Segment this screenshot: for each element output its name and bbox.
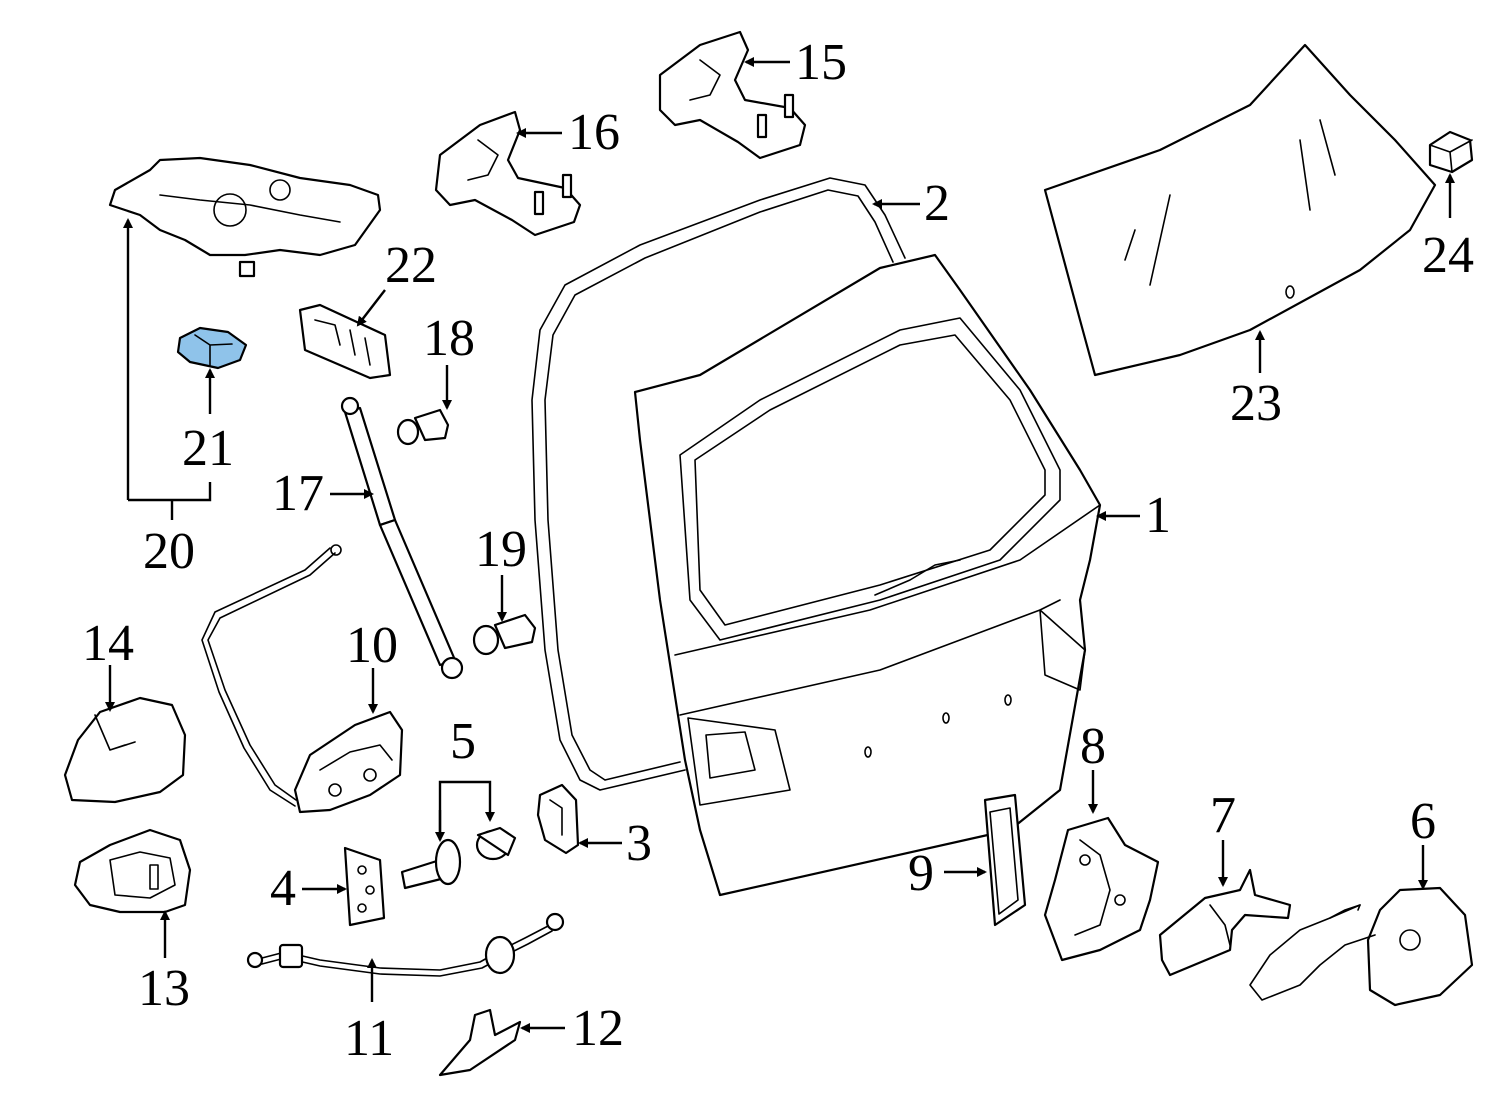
- part-7-bracket[interactable]: [1158, 868, 1292, 977]
- part-11-release-cable[interactable]: [246, 912, 565, 977]
- part-20-housing-assembly[interactable]: [108, 156, 382, 278]
- part-13-lock-assembly[interactable]: [73, 828, 192, 914]
- callout-3: 3: [626, 815, 652, 872]
- part-19-bolt[interactable]: [472, 613, 537, 656]
- part-24-pad[interactable]: [1428, 130, 1474, 174]
- callout-1: 1: [1145, 487, 1171, 544]
- part-1-liftgate-panel[interactable]: [633, 253, 1102, 897]
- callout-13: 13: [138, 960, 190, 1017]
- callout-19: 19: [475, 521, 527, 578]
- callout-12: 12: [572, 1000, 624, 1057]
- release-cable[interactable]: [201, 544, 342, 807]
- part-22-bracket[interactable]: [298, 303, 392, 380]
- part-21-sensor[interactable]: [176, 326, 248, 370]
- callout-16: 16: [568, 104, 620, 161]
- callout-21: 21: [182, 420, 234, 477]
- callout-11: 11: [344, 1010, 394, 1067]
- part-8-latch[interactable]: [1043, 816, 1160, 962]
- callout-20: 20: [143, 523, 195, 580]
- callout-7: 7: [1210, 787, 1236, 844]
- part-12-clip[interactable]: [438, 1008, 522, 1077]
- callout-17: 17: [272, 465, 324, 522]
- part-9-gasket[interactable]: [983, 793, 1027, 927]
- callout-18: 18: [423, 310, 475, 367]
- part-14-cover[interactable]: [63, 696, 187, 804]
- part-5-bolts[interactable]: [400, 826, 517, 890]
- part-18-bolt[interactable]: [396, 408, 450, 446]
- leader-lines: [105, 57, 1455, 1033]
- part-10-lock-motor[interactable]: [293, 710, 404, 814]
- part-23-back-glass[interactable]: [1043, 43, 1437, 377]
- part-4-striker-plate[interactable]: [343, 846, 386, 927]
- part-15-hinge[interactable]: [658, 30, 807, 160]
- callout-5: 5: [450, 713, 476, 770]
- callout-23: 23: [1230, 375, 1282, 432]
- callout-22: 22: [385, 237, 437, 294]
- callout-24: 24: [1422, 227, 1474, 284]
- callout-4: 4: [270, 860, 296, 917]
- callout-8: 8: [1080, 718, 1106, 775]
- callout-15: 15: [795, 34, 847, 91]
- callout-10: 10: [346, 617, 398, 674]
- callout-2: 2: [924, 175, 950, 232]
- part-17-gas-strut[interactable]: [340, 396, 464, 680]
- part-2-weatherstrip[interactable]: [531, 177, 906, 791]
- part-16-hinge[interactable]: [434, 110, 582, 237]
- part-3-bumper[interactable]: [536, 783, 580, 855]
- callout-6: 6: [1410, 793, 1436, 850]
- part-21-sensor-body: [176, 326, 248, 370]
- callout-9: 9: [908, 845, 934, 902]
- callout-labels: 1 2 3 4 5 6 7 8 9 10 11 12 13 14 15 16 1…: [82, 34, 1474, 1067]
- callout-14: 14: [82, 615, 134, 672]
